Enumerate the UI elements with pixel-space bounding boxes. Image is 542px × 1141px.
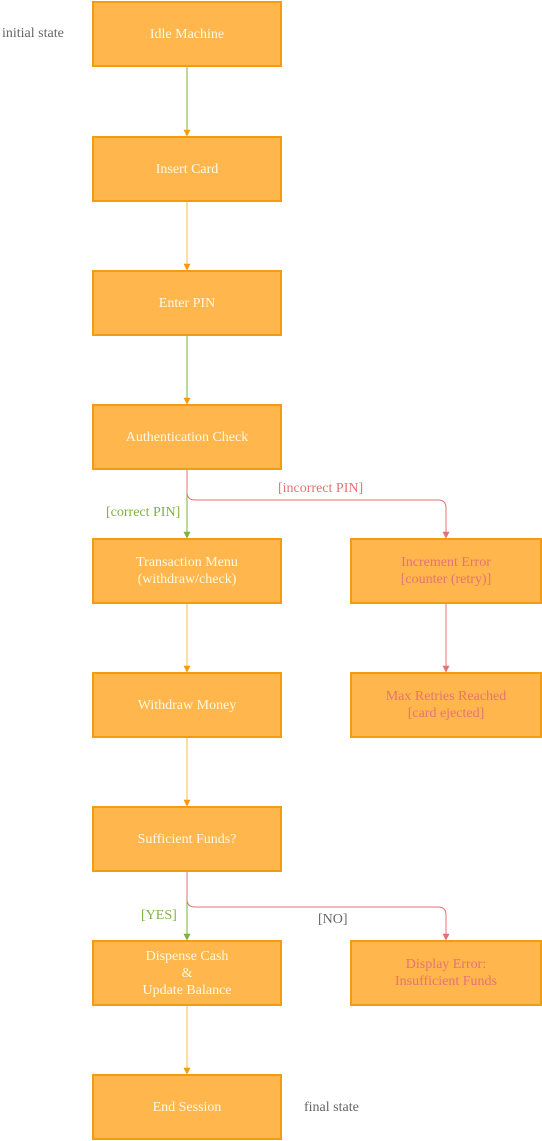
node-increment-error: Increment Error [counter (retry)] (350, 538, 542, 604)
node-idle-machine: Idle Machine (92, 1, 282, 67)
node-authentication-check: Authentication Check (92, 404, 282, 470)
node-transaction-menu: Transaction Menu (withdraw/check) (92, 538, 282, 604)
node-max-retries: Max Retries Reached [card ejected] (350, 672, 542, 738)
edge-label-incorrect-pin: [incorrect PIN] (278, 481, 364, 496)
node-enter-pin: Enter PIN (92, 270, 282, 336)
node-dispense-cash: Dispense Cash & Update Balance (92, 940, 282, 1006)
edge-label-no: [NO] (318, 912, 348, 927)
node-insert-card: Insert Card (92, 136, 282, 202)
node-withdraw-money: Withdraw Money (92, 672, 282, 738)
node-end-session: End Session (92, 1074, 282, 1140)
edge-label-correct-pin: [correct PIN] (106, 505, 181, 520)
final-state-note: final state (304, 1100, 359, 1115)
edge-label-yes: [YES] (141, 908, 177, 923)
edge-funds-to-error (186, 872, 450, 941)
node-sufficient-funds: Sufficient Funds? (92, 806, 282, 872)
node-display-error: Display Error: Insufficient Funds (350, 940, 542, 1006)
initial-state-note: initial state (2, 26, 64, 41)
edge-auth-to-increment (186, 469, 450, 539)
